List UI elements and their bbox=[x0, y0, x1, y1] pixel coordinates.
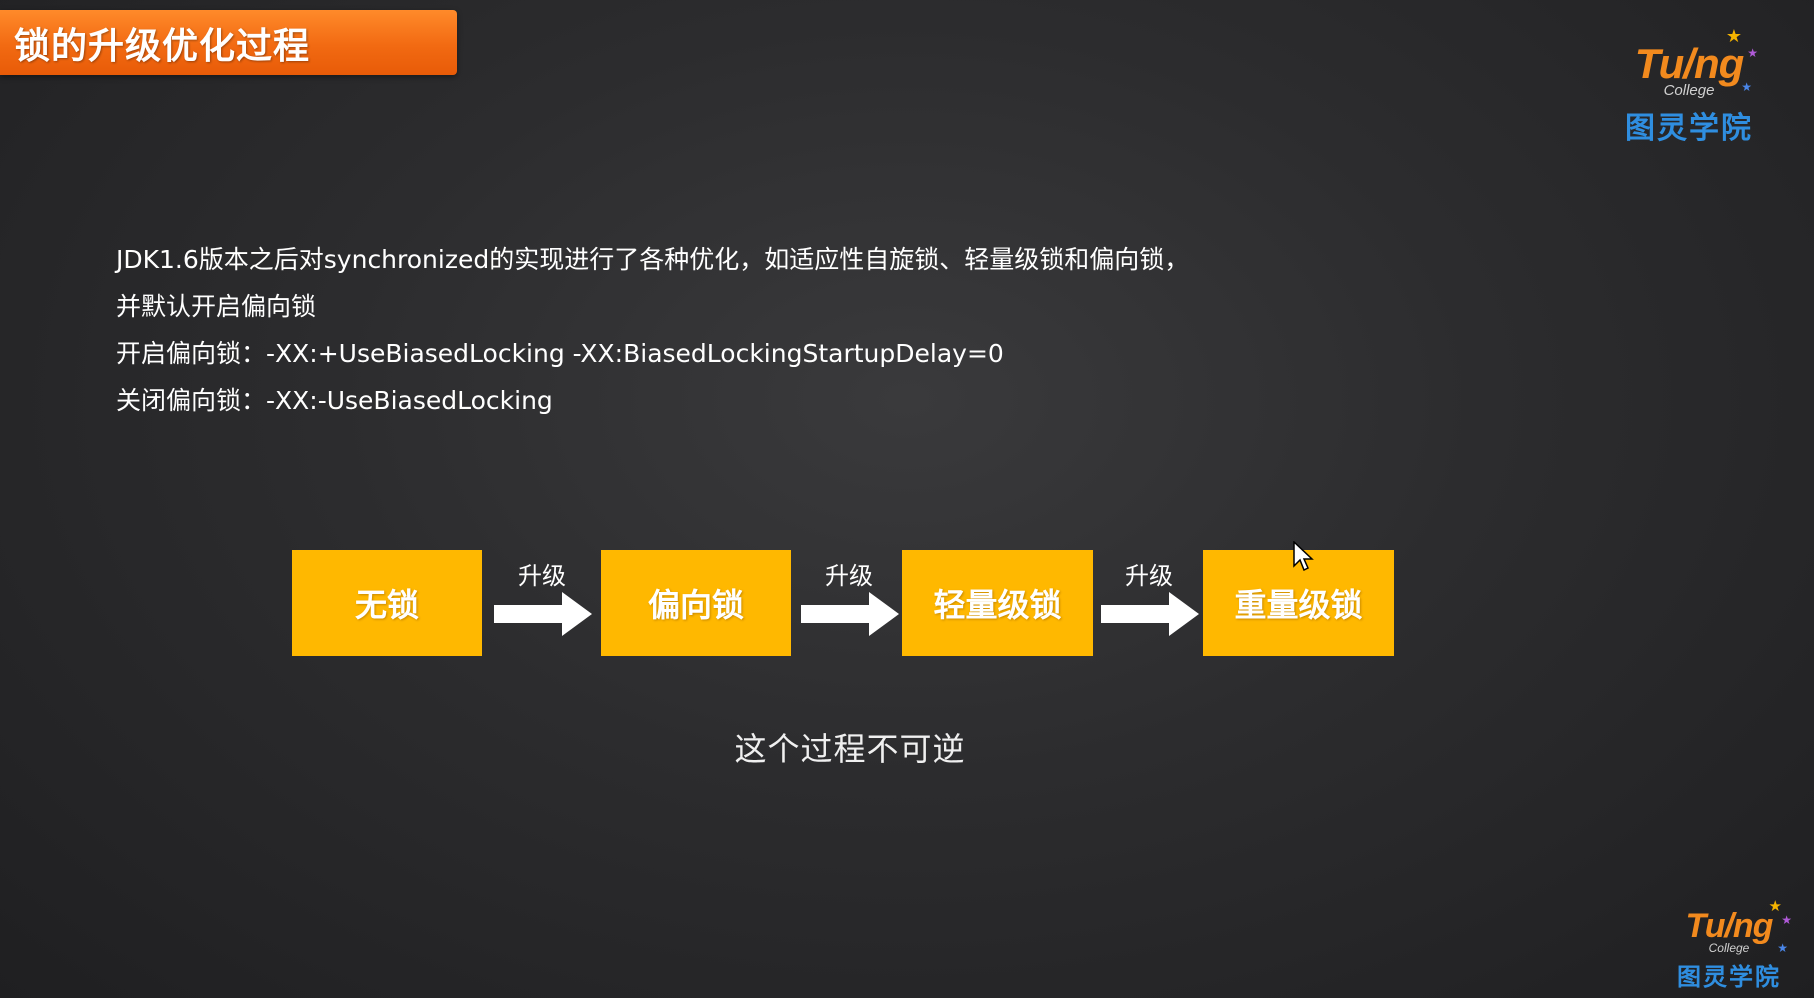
arrow-label: 升级 bbox=[825, 562, 873, 590]
mouse-cursor-icon bbox=[1293, 541, 1314, 572]
logo-chinese-name: 图灵学院 bbox=[1677, 963, 1781, 991]
star-icon: ★ bbox=[1768, 897, 1782, 915]
lock-upgrade-flow: 无锁 升级 偏向锁 升级 轻量级锁 升级 重量级锁 bbox=[292, 550, 1394, 656]
slide-title: 锁的升级优化过程 bbox=[14, 25, 311, 67]
description-text: JDK1.6版本之后对synchronized的实现进行了各种优化，如适应性自旋… bbox=[116, 236, 1416, 424]
turing-logo-top: ★ ★ ★ Tu/ng College 图灵学院 bbox=[1614, 18, 1764, 148]
star-icon: ★ bbox=[1747, 46, 1758, 60]
description-line: 关闭偏向锁：-XX:-UseBiasedLocking bbox=[116, 386, 553, 415]
star-icon: ★ bbox=[1777, 941, 1788, 955]
logo-wordmark: Tu/ng bbox=[1685, 907, 1774, 945]
right-arrow-icon bbox=[1101, 592, 1199, 636]
description-line: JDK1.6版本之后对synchronized的实现进行了各种优化，如适应性自旋… bbox=[116, 245, 1190, 274]
irreversible-caption: 这个过程不可逆 bbox=[734, 730, 966, 768]
logo-wordmark: Tu/ng bbox=[1634, 40, 1745, 87]
logo-subtitle: College bbox=[1708, 941, 1750, 955]
state-lightweight-lock: 轻量级锁 bbox=[902, 550, 1093, 656]
logo-chinese-name: 图灵学院 bbox=[1625, 111, 1753, 146]
turing-logo-bottom: ★ ★ ★ Tu/ng College 图灵学院 bbox=[1664, 893, 1794, 998]
arrow-label: 升级 bbox=[1125, 562, 1173, 590]
description-line: 开启偏向锁：-XX:+UseBiasedLocking -XX:BiasedLo… bbox=[116, 339, 1004, 368]
state-heavyweight-lock: 重量级锁 bbox=[1203, 550, 1394, 656]
star-icon: ★ bbox=[1725, 26, 1742, 47]
star-icon: ★ bbox=[1741, 80, 1752, 94]
right-arrow-icon bbox=[801, 592, 899, 636]
upgrade-arrow: 升级 bbox=[492, 550, 592, 656]
upgrade-arrow: 升级 bbox=[799, 550, 899, 656]
state-biased-lock: 偏向锁 bbox=[601, 550, 791, 656]
right-arrow-icon bbox=[494, 592, 592, 636]
title-bar: 锁的升级优化过程 bbox=[0, 10, 457, 75]
arrow-label: 升级 bbox=[518, 562, 566, 590]
description-line: 并默认开启偏向锁 bbox=[116, 292, 317, 321]
star-icon: ★ bbox=[1781, 913, 1792, 927]
logo-subtitle: College bbox=[1663, 82, 1715, 99]
state-no-lock: 无锁 bbox=[292, 550, 482, 656]
upgrade-arrow: 升级 bbox=[1099, 550, 1199, 656]
